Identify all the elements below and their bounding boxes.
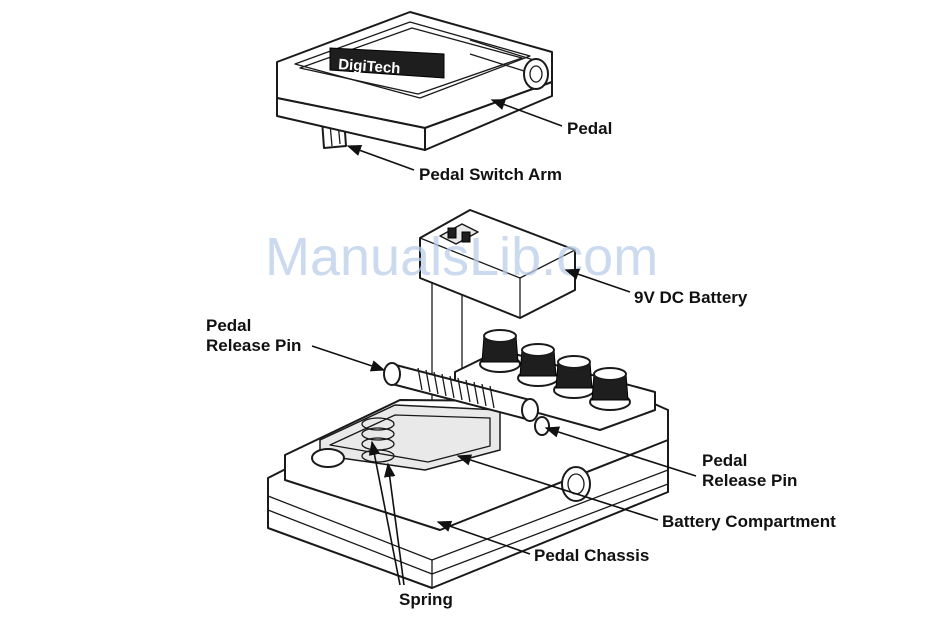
knob-3	[554, 356, 594, 398]
label-release-pin-left-line2: Release Pin	[206, 336, 301, 355]
release-pin-right	[535, 417, 549, 435]
knob-2	[518, 344, 558, 386]
pedal-cover: DigiTech	[277, 12, 552, 150]
leader-release-pin-left	[312, 346, 384, 370]
label-spring: Spring	[399, 590, 453, 609]
pedal-jack	[524, 59, 548, 89]
label-release-pin-left-line1: Pedal	[206, 316, 251, 335]
watermark: ManualsLib.com	[265, 227, 658, 287]
label-battery-compartment: Battery Compartment	[662, 512, 836, 531]
label-battery: 9V DC Battery	[634, 288, 748, 307]
label-release-pin-right-line1: Pedal	[702, 451, 747, 470]
label-release-pin-right-line2: Release Pin	[702, 471, 797, 490]
chassis-jack	[562, 467, 590, 501]
label-pedal-chassis: Pedal Chassis	[534, 546, 649, 565]
label-pedal: Pedal	[567, 119, 612, 138]
label-pedal-switch-arm: Pedal Switch Arm	[419, 165, 562, 184]
leader-switch-arm	[348, 146, 414, 170]
knob-1	[480, 330, 520, 372]
knob-4	[590, 368, 630, 410]
